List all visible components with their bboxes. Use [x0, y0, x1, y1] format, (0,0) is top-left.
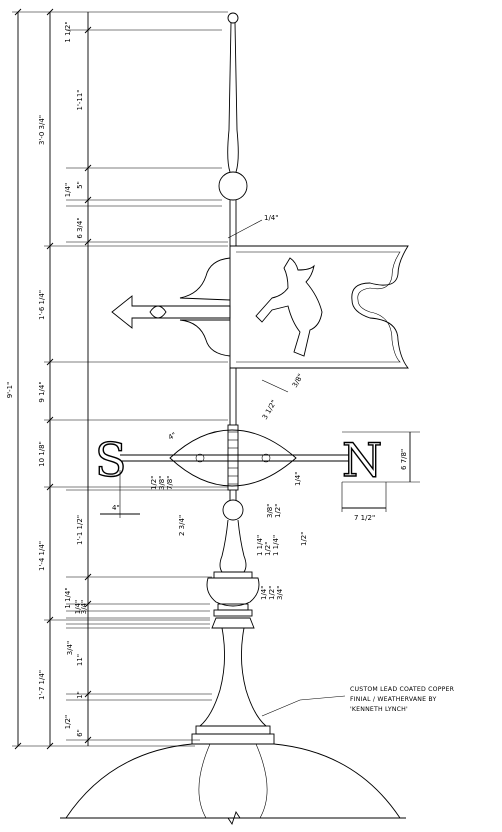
dim-34r: 3/4" — [276, 586, 284, 601]
dim-1-14c: 1 1/4" — [64, 587, 72, 608]
weathervane-arrow — [111, 257, 231, 357]
dim-12d: 1/2" — [300, 532, 308, 547]
dim-upper: 3'-0 3/4" — [38, 115, 46, 145]
dimension-lines — [12, 8, 228, 750]
dome-roof — [60, 743, 406, 826]
dim-11: 11" — [76, 654, 84, 666]
dim-4: 4" — [112, 504, 120, 512]
dim-12a: 1/2" — [150, 476, 158, 491]
dim-3h: 3 1/2" — [261, 399, 279, 421]
dim-10-18: 10 1/8" — [38, 441, 46, 467]
dim-q3: 1/4" — [294, 472, 302, 487]
dim-1-14b: 1 1/4" — [272, 535, 280, 556]
dim-1: 1" — [76, 691, 84, 699]
dim-q1: 1/4" — [64, 183, 72, 198]
dim-1-7q: 1'-7 1/4" — [38, 670, 46, 700]
weathervane-banner — [229, 245, 409, 425]
right-dimensions — [100, 219, 420, 717]
note-line-2: FINIAL / WEATHERVANE BY — [350, 696, 436, 703]
dim-1-1h: 1'-1 1/2" — [76, 515, 84, 545]
dim-78: 7/8" — [166, 476, 174, 491]
dim-1-14a: 1 1/4" — [256, 535, 264, 556]
note-line-1: CUSTOM LEAD COATED COPPER — [350, 686, 455, 693]
dim-5: 5" — [76, 181, 84, 189]
dim-7h: 7 1/2" — [354, 514, 375, 522]
spec-note: CUSTOM LEAD COATED COPPER FINIAL / WEATH… — [350, 686, 455, 713]
dim-38a: 3/8" — [291, 372, 305, 389]
dim-q2: 1/4" — [264, 214, 279, 222]
dim-6-78: 6 7/8" — [400, 449, 408, 470]
dim-2-34: 2 3/4" — [178, 515, 186, 536]
dim-9q: 9 1/4" — [38, 381, 46, 402]
dim-34a: 3/4" — [80, 600, 88, 615]
compass-arms — [120, 424, 350, 491]
dim-1-5: 1 1/2" — [64, 21, 72, 42]
dim-total: 9'-1" — [6, 382, 14, 399]
note-line-3: 'KENNETH LYNCH' — [350, 706, 408, 713]
dim-r4: 4" — [167, 431, 178, 442]
compass-south-letter: S — [95, 433, 127, 487]
dim-12r: 1/2" — [268, 586, 276, 601]
dim-12c: 1/2" — [264, 542, 272, 557]
dim-6-34: 6 3/4" — [76, 217, 84, 238]
dim-34b: 3/4" — [66, 641, 74, 656]
dim-38b: 3/8" — [158, 476, 166, 491]
finial-base — [191, 490, 275, 745]
dim-14r: 1/4" — [260, 586, 268, 601]
dim-38c: 3/8" — [266, 504, 274, 519]
compass-north-letter: N — [342, 433, 382, 487]
dim-1-11: 1'-11" — [76, 89, 84, 110]
dim-1-4q: 1'-4 1/4" — [38, 541, 46, 571]
dim-12e: 1/2" — [64, 715, 72, 730]
fox-silhouette — [255, 257, 323, 357]
dim-12b: 1/2" — [274, 504, 282, 519]
dim-q4: 1/4" — [74, 600, 82, 615]
dim-6: 6" — [76, 729, 84, 737]
finial-spire — [218, 12, 248, 246]
dim-1-6q: 1'-6 1/4" — [38, 290, 46, 320]
